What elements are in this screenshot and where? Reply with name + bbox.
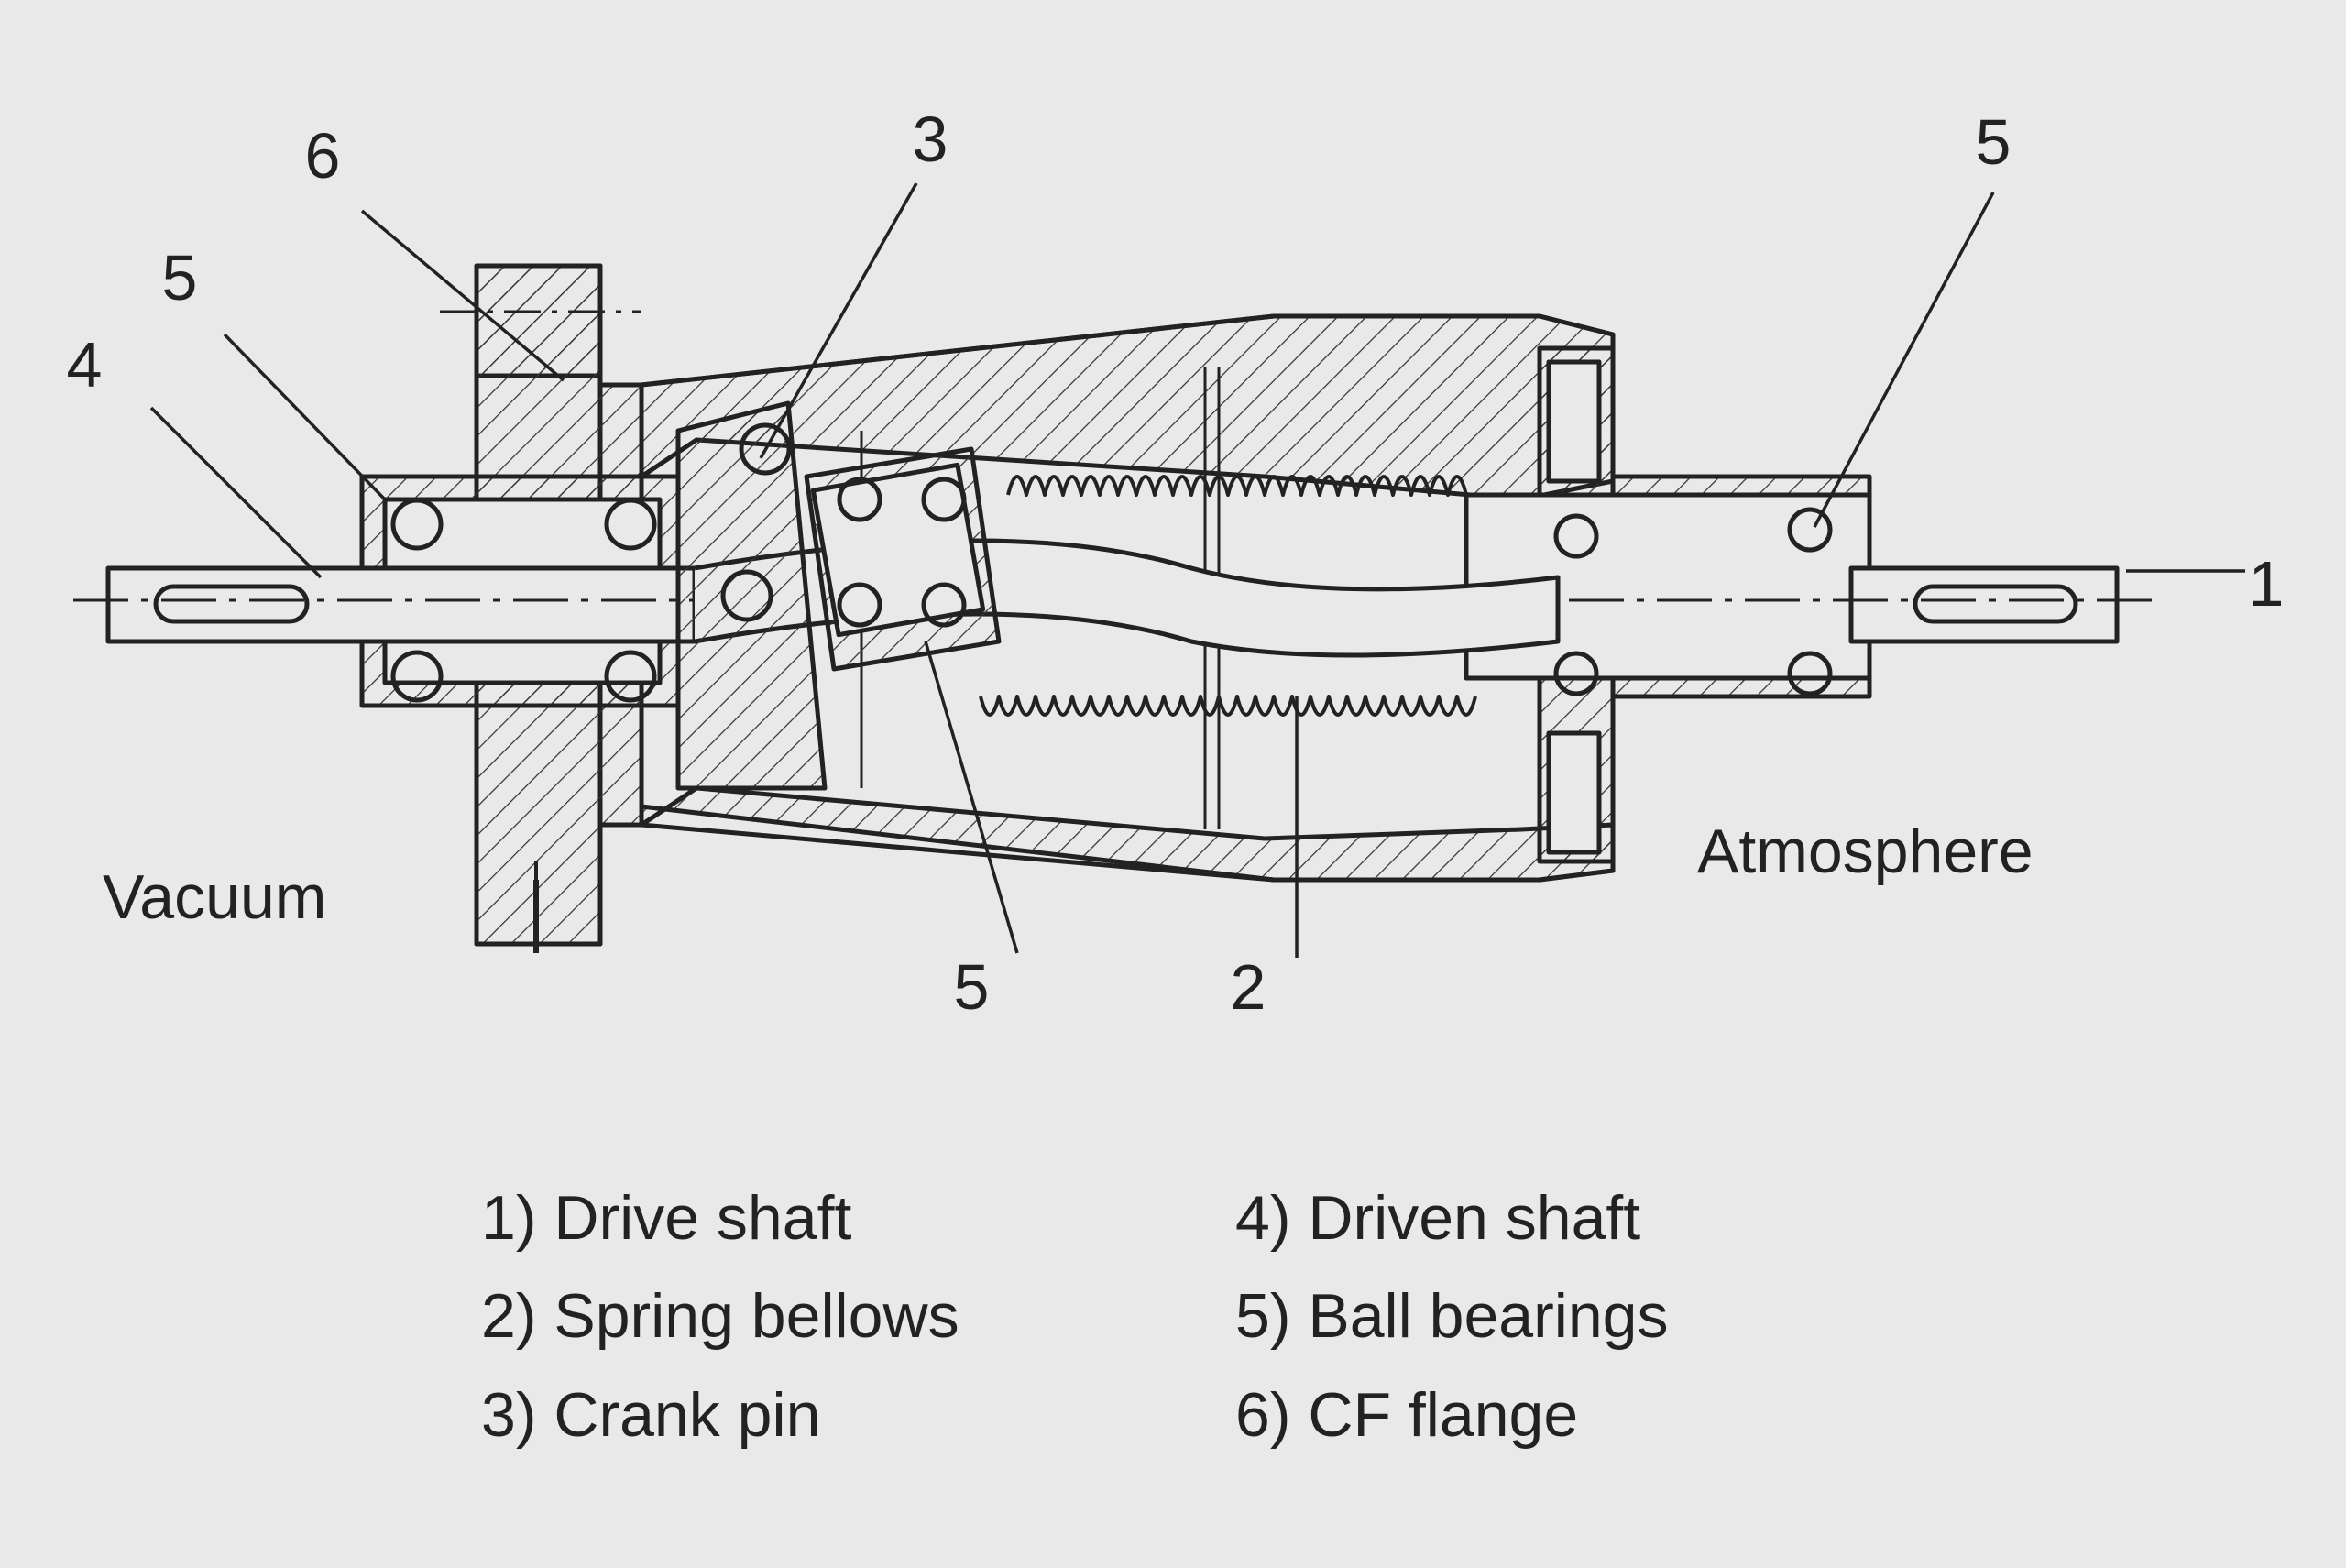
legend-item-6: 6) CF flange: [1235, 1380, 1579, 1450]
legend-item-4: 4) Driven shaft: [1235, 1183, 1641, 1253]
shafts: [73, 538, 2154, 658]
callout-5-left: 5: [161, 242, 198, 313]
spring-bellows: [979, 475, 1477, 717]
region-vacuum: Vacuum: [103, 862, 327, 932]
legend-item-3: 3) Crank pin: [481, 1380, 821, 1450]
legend-item-1: 1) Drive shaft: [481, 1183, 852, 1253]
legend-item-5: 5) Ball bearings: [1235, 1281, 1669, 1351]
callout-4: 4: [66, 329, 103, 400]
ball-bearings: [390, 422, 1833, 703]
region-atmosphere: Atmosphere: [1697, 817, 2034, 886]
callout-5-right: 5: [1975, 106, 2012, 178]
callout-6: 6: [304, 120, 341, 192]
right-bearing-block: [1464, 345, 1872, 864]
callout-3: 3: [912, 104, 948, 175]
leader-lines: [149, 182, 2245, 958]
callout-1: 1: [2248, 548, 2285, 620]
callout-2: 2: [1230, 951, 1266, 1023]
legend-item-2: 2) Spring bellows: [481, 1281, 959, 1351]
crank: [675, 400, 1002, 791]
callout-5-bottom: 5: [953, 951, 990, 1023]
